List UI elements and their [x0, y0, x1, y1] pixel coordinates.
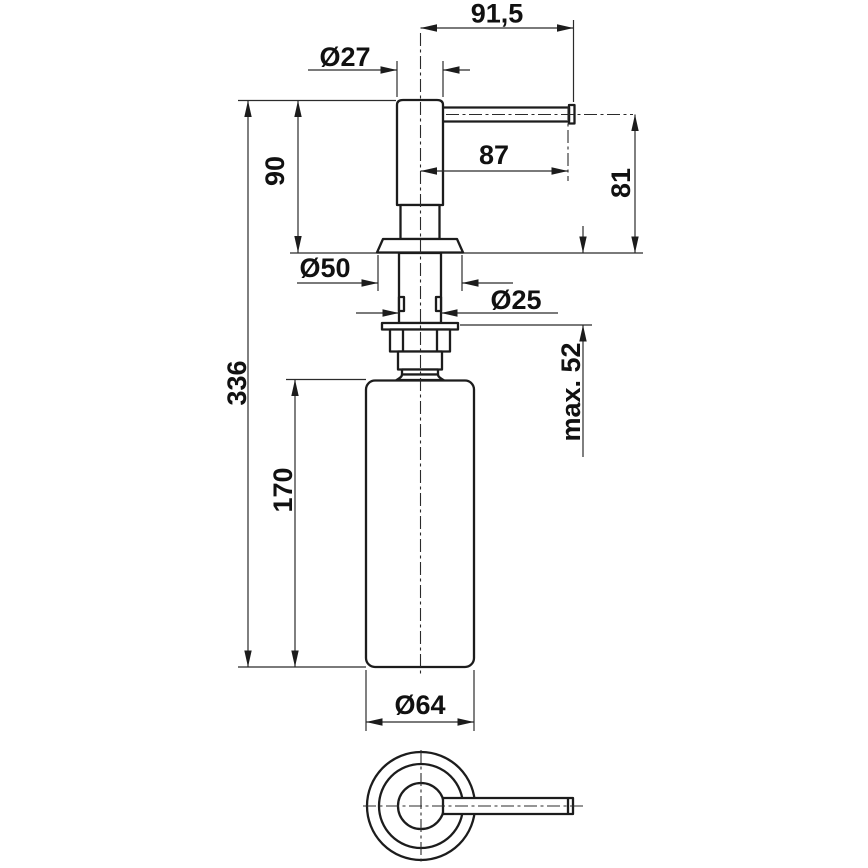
arrowhead: [457, 718, 474, 726]
arrowhead: [579, 236, 587, 253]
side-view: [290, 33, 643, 676]
dim-head-diameter: Ø27: [308, 42, 470, 97]
arrowhead: [291, 379, 299, 396]
arrowhead: [631, 114, 639, 131]
arrowhead: [420, 167, 437, 175]
arrowhead: [441, 309, 458, 317]
dim-bottle-height: 170: [268, 378, 366, 667]
arrowhead: [366, 718, 383, 726]
arrowhead: [244, 650, 252, 667]
dim-max-counter-thickness: max. 52: [460, 226, 592, 457]
dim-label: 90: [260, 156, 290, 186]
dim-label: 81: [606, 168, 636, 198]
arrowhead: [361, 279, 378, 287]
arrowhead: [551, 167, 568, 175]
dim-label: max. 52: [556, 342, 586, 441]
dim-label: 87: [479, 140, 509, 170]
arrowhead: [380, 66, 397, 74]
dim-shank-diameter: Ø25: [356, 285, 558, 317]
top-view: [363, 750, 586, 862]
dim-label: 91,5: [471, 0, 524, 29]
dim-label: Ø64: [394, 690, 445, 720]
shank-notch-right: [434, 295, 443, 313]
arrowhead: [382, 309, 399, 317]
arrowhead: [294, 100, 302, 117]
arrowhead: [294, 236, 302, 253]
shank-notch-left: [397, 295, 406, 313]
arrowhead: [462, 279, 479, 287]
dim-spout-overall-reach: 91,5: [420, 0, 575, 102]
arrowhead: [579, 325, 587, 342]
arrowhead: [443, 66, 460, 74]
dim-label: Ø27: [319, 42, 370, 72]
dim-label: Ø25: [490, 285, 541, 315]
arrowhead: [420, 24, 437, 32]
dim-flange-diameter: Ø50: [297, 253, 513, 291]
dim-bottle-diameter: Ø64: [365, 670, 475, 731]
dim-label: 336: [222, 360, 252, 405]
arrowhead: [557, 24, 574, 32]
arrowhead: [631, 236, 639, 253]
dim-overall-height: 336: [222, 100, 366, 668]
dim-label: 170: [268, 467, 298, 512]
arrowhead: [291, 650, 299, 667]
dim-spout-height: 81: [606, 114, 639, 253]
dim-label: Ø50: [299, 253, 350, 283]
dimensions: 91,5 Ø27 87 81: [222, 0, 639, 731]
dim-spout-center-reach: 87: [420, 140, 568, 175]
dim-head-height: 90: [238, 99, 396, 253]
arrowhead: [244, 100, 252, 117]
